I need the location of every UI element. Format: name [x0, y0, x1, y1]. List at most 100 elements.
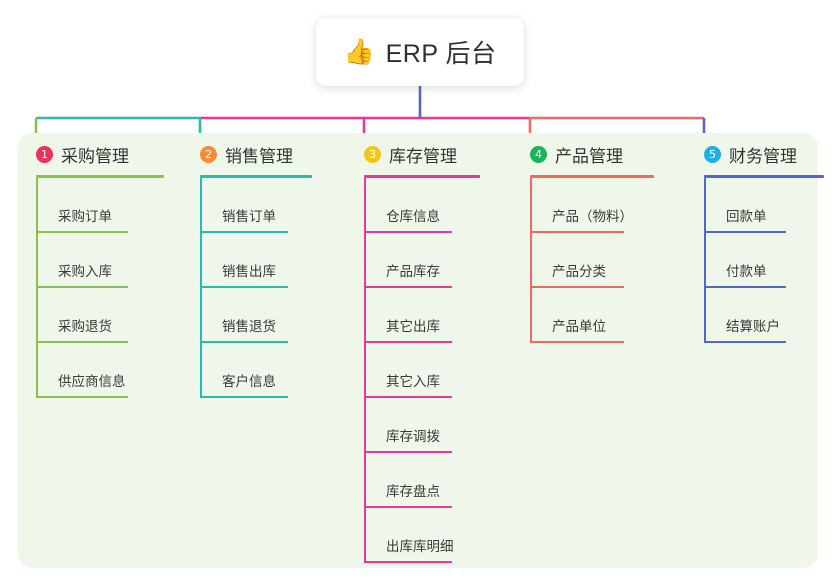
branch-item[interactable]: 产品库存 [364, 233, 512, 288]
branch-item-list: 采购订单采购入库采购退货供应商信息 [36, 178, 182, 398]
branch-item-label: 库存调拨 [386, 429, 440, 444]
branch-item[interactable]: 其它出库 [364, 288, 512, 343]
branch-spine [200, 178, 202, 398]
branch-item-rule [200, 286, 288, 288]
branch-column-1: 1 采购管理采购订单采购入库采购退货供应商信息 [18, 133, 182, 398]
branch-item-list: 仓库信息产品库存其它出库其它入库库存调拨库存盘点出库库明细 [364, 178, 512, 563]
branch-item-label: 付款单 [726, 264, 767, 279]
branch-item[interactable]: 付款单 [704, 233, 818, 288]
branch-item-rule [200, 231, 288, 233]
branch-item[interactable]: 产品分类 [530, 233, 686, 288]
branch-header-1[interactable]: 1 采购管理 [18, 133, 182, 175]
branch-item-label: 库存盘点 [386, 484, 440, 499]
thumbs-up-icon: 👍 [343, 37, 375, 66]
branch-item-rule [364, 396, 452, 398]
branch-item-list: 销售订单销售出库销售退货客户信息 [200, 178, 346, 398]
root-node-card[interactable]: 👍 ERP 后台 [316, 18, 524, 86]
branch-item[interactable]: 回款单 [704, 178, 818, 233]
branch-item[interactable]: 采购入库 [36, 233, 182, 288]
branch-item-rule [36, 286, 128, 288]
branch-header-4[interactable]: 4 产品管理 [512, 133, 686, 175]
branch-number-badge: 3 [364, 145, 381, 163]
branch-item-rule [364, 231, 452, 233]
branch-item-rule [530, 286, 624, 288]
branch-header-rule [530, 175, 654, 178]
branch-item-rule [530, 341, 624, 343]
branch-item-label: 供应商信息 [58, 374, 126, 389]
branch-number-badge: 2 [200, 145, 217, 163]
branch-column-2: 2 销售管理销售订单销售出库销售退货客户信息 [182, 133, 346, 398]
branch-item[interactable]: 库存调拨 [364, 398, 512, 453]
branch-column-3: 3 库存管理仓库信息产品库存其它出库其它入库库存调拨库存盘点出库库明细 [346, 133, 512, 563]
branch-item-label: 采购退货 [58, 319, 112, 334]
branch-item-rule [364, 341, 452, 343]
branch-item-label: 产品（物料） [552, 209, 633, 224]
branch-title: 销售管理 [225, 146, 293, 166]
branch-item-label: 采购订单 [58, 209, 112, 224]
branch-item-label: 结算账户 [726, 319, 780, 334]
branch-item[interactable]: 供应商信息 [36, 343, 182, 398]
branch-item[interactable]: 产品（物料） [530, 178, 686, 233]
branch-spine [36, 178, 38, 398]
branch-columns: 1 采购管理采购订单采购入库采购退货供应商信息 2 销售管理销售订单销售出库销售退货客… [18, 133, 824, 568]
branch-item-rule [364, 286, 452, 288]
branch-number-badge: 5 [704, 145, 721, 163]
branch-item-label: 产品库存 [386, 264, 440, 279]
branch-item-list: 回款单付款单结算账户 [704, 178, 818, 343]
branch-item-label: 其它入库 [386, 374, 440, 389]
branch-title: 产品管理 [555, 146, 623, 166]
branch-item-rule [36, 341, 128, 343]
branch-item[interactable]: 采购订单 [36, 178, 182, 233]
branch-title: 财务管理 [729, 146, 797, 166]
branch-header-2[interactable]: 2 销售管理 [182, 133, 346, 175]
branch-item-label: 仓库信息 [386, 209, 440, 224]
branch-item-rule [364, 451, 452, 453]
branch-item[interactable]: 销售订单 [200, 178, 346, 233]
branch-spine [364, 178, 366, 563]
branch-item-rule [364, 561, 452, 563]
branch-item[interactable]: 其它入库 [364, 343, 512, 398]
branch-header-3[interactable]: 3 库存管理 [346, 133, 512, 175]
branch-spine [704, 178, 706, 343]
branch-item[interactable]: 出库库明细 [364, 508, 512, 563]
branch-item-rule [704, 231, 786, 233]
branch-item-rule [704, 286, 786, 288]
root-node-label: ERP 后台 [385, 40, 497, 68]
branch-item[interactable]: 产品单位 [530, 288, 686, 343]
branch-item-label: 出库库明细 [386, 539, 454, 554]
branch-number-badge: 1 [36, 145, 53, 163]
branch-item-rule [36, 396, 128, 398]
branch-item-label: 产品分类 [552, 264, 606, 279]
branch-item-label: 销售退货 [222, 319, 276, 334]
branch-item-label: 产品单位 [552, 319, 606, 334]
branch-item-rule [364, 506, 452, 508]
branch-item-rule [530, 231, 624, 233]
branch-header-rule [36, 175, 164, 178]
branches-panel [18, 133, 818, 568]
branch-header-rule [704, 175, 824, 178]
branch-item[interactable]: 采购退货 [36, 288, 182, 343]
branch-title: 库存管理 [389, 146, 457, 166]
branch-header-5[interactable]: 5 财务管理 [686, 133, 818, 175]
branch-item-label: 回款单 [726, 209, 767, 224]
branch-item-rule [36, 231, 128, 233]
branch-column-5: 5 财务管理回款单付款单结算账户 [686, 133, 824, 343]
branch-item-list: 产品（物料） 产品分类产品单位 [530, 178, 686, 343]
branch-item[interactable]: 销售退货 [200, 288, 346, 343]
branch-item[interactable]: 仓库信息 [364, 178, 512, 233]
branch-item-label: 客户信息 [222, 374, 276, 389]
branch-header-rule [364, 175, 480, 178]
branch-number-badge: 4 [530, 145, 547, 163]
branch-item[interactable]: 客户信息 [200, 343, 346, 398]
branch-item[interactable]: 结算账户 [704, 288, 818, 343]
branch-spine [530, 178, 532, 343]
branch-item-label: 销售出库 [222, 264, 276, 279]
branch-item-label: 采购入库 [58, 264, 112, 279]
branch-item-rule [200, 396, 288, 398]
branch-item[interactable]: 库存盘点 [364, 453, 512, 508]
branch-item-label: 销售订单 [222, 209, 276, 224]
branch-title: 采购管理 [61, 146, 129, 166]
branch-item[interactable]: 销售出库 [200, 233, 346, 288]
branch-column-4: 4 产品管理产品（物料） 产品分类产品单位 [512, 133, 686, 343]
branch-item-label: 其它出库 [386, 319, 440, 334]
